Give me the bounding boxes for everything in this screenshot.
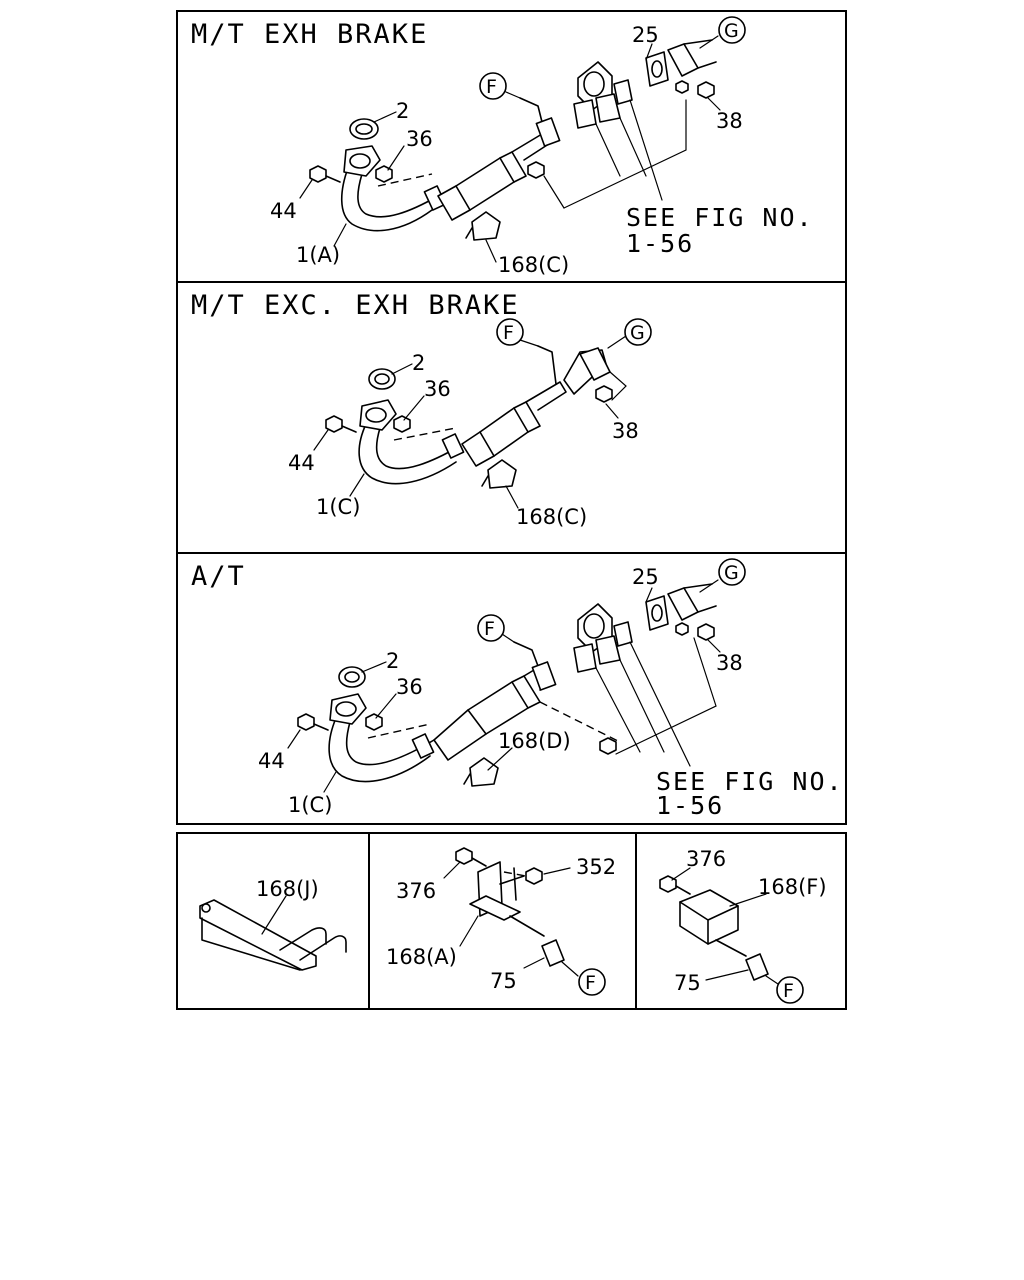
nut (365, 713, 383, 731)
label-2: 2 (386, 649, 399, 673)
panel-at: A/T (176, 552, 847, 825)
nut-38 (697, 81, 715, 99)
clamp (411, 733, 435, 759)
label-36: 36 (396, 675, 423, 699)
label-168d: 168(D) (498, 729, 571, 753)
label-2: 2 (412, 351, 425, 375)
svg-text:F: F (486, 76, 497, 98)
label-75: 75 (674, 971, 701, 995)
panel-mt-exh-brake: M/T EXH BRAKE (176, 10, 847, 283)
label-168f: 168(F) (758, 875, 827, 899)
mark-g (718, 558, 746, 586)
label-44: 44 (288, 451, 315, 475)
label-25: 25 (632, 23, 659, 47)
label-376: 376 (396, 879, 436, 903)
panel-title: M/T EXC. EXH BRAKE (191, 290, 520, 321)
panel-title: A/T (191, 561, 246, 592)
detail-168a: 376 352 168(A) 75 F (386, 847, 616, 996)
bracket (487, 459, 517, 489)
bracket (469, 757, 499, 787)
see-fig-line1: SEE FIG NO. (656, 767, 844, 796)
label-36: 36 (424, 377, 451, 401)
mark-f (479, 72, 507, 100)
bolt (297, 713, 315, 731)
label-168a: 168(A) (386, 945, 457, 969)
detail-frame (176, 832, 847, 1010)
detail-168f: 376 168(F) 75 F (659, 847, 827, 1004)
mark-f (776, 976, 804, 1004)
panel-frame (176, 10, 847, 283)
svg-text:G: G (724, 20, 739, 42)
label-168c: 168(C) (498, 253, 569, 277)
bracket (471, 211, 501, 241)
svg-text:F: F (783, 980, 794, 1002)
nut-38 (595, 385, 613, 403)
label-36: 36 (406, 127, 433, 151)
svg-text:G: G (724, 562, 739, 584)
svg-text:F: F (585, 972, 596, 994)
label-352: 352 (576, 855, 616, 879)
nut-38 (697, 623, 715, 641)
detail-row: 168(J) 376 352 168(A) 75 F (176, 832, 847, 1010)
label-25: 25 (632, 565, 659, 589)
label-376: 376 (686, 847, 726, 871)
front-pipe (358, 423, 457, 485)
bolt-376 (455, 847, 473, 865)
label-1c: 1(C) (316, 495, 360, 519)
catalytic-converter (461, 401, 541, 467)
clip-75 (541, 939, 565, 967)
label-38: 38 (612, 419, 639, 443)
label-38: 38 (716, 651, 743, 675)
see-fig-line1: SEE FIG NO. (626, 203, 814, 232)
label-168j: 168(J) (256, 877, 319, 901)
bolt (309, 165, 327, 183)
label-44: 44 (270, 199, 297, 223)
label-1c: 1(C) (288, 793, 332, 817)
mark-f (477, 614, 505, 642)
see-fig-line2: 1-56 (626, 229, 694, 258)
front-pipe (328, 717, 431, 783)
bolt (325, 415, 343, 433)
front-pipe (340, 167, 433, 232)
svg-text:F: F (484, 618, 495, 640)
label-38: 38 (716, 109, 743, 133)
mark-f (578, 968, 606, 996)
svg-text:F: F (503, 322, 514, 344)
panel-title: M/T EXH BRAKE (191, 19, 428, 50)
label-2: 2 (396, 99, 409, 123)
mark-f (496, 318, 524, 346)
clamp (441, 433, 465, 459)
bracket-168j (199, 899, 317, 971)
detail-168j: 168(J) (199, 877, 347, 971)
label-168c: 168(C) (516, 505, 587, 529)
panel-mt-exc-exh-brake: M/T EXC. EXH BRAKE 2 36 44 1(C) (176, 281, 847, 554)
label-1a: 1(A) (296, 243, 340, 267)
label-75: 75 (490, 969, 517, 993)
panel-frame (176, 552, 847, 825)
bracket-168f (679, 889, 739, 945)
see-fig-line2: 1-56 (656, 791, 724, 820)
nut (393, 415, 411, 433)
mark-g (718, 16, 746, 44)
clip-75 (745, 953, 769, 981)
label-44: 44 (258, 749, 285, 773)
nut-352 (525, 867, 543, 885)
svg-text:G: G (630, 322, 645, 344)
mark-g (624, 318, 652, 346)
catalytic-converter (437, 151, 527, 221)
